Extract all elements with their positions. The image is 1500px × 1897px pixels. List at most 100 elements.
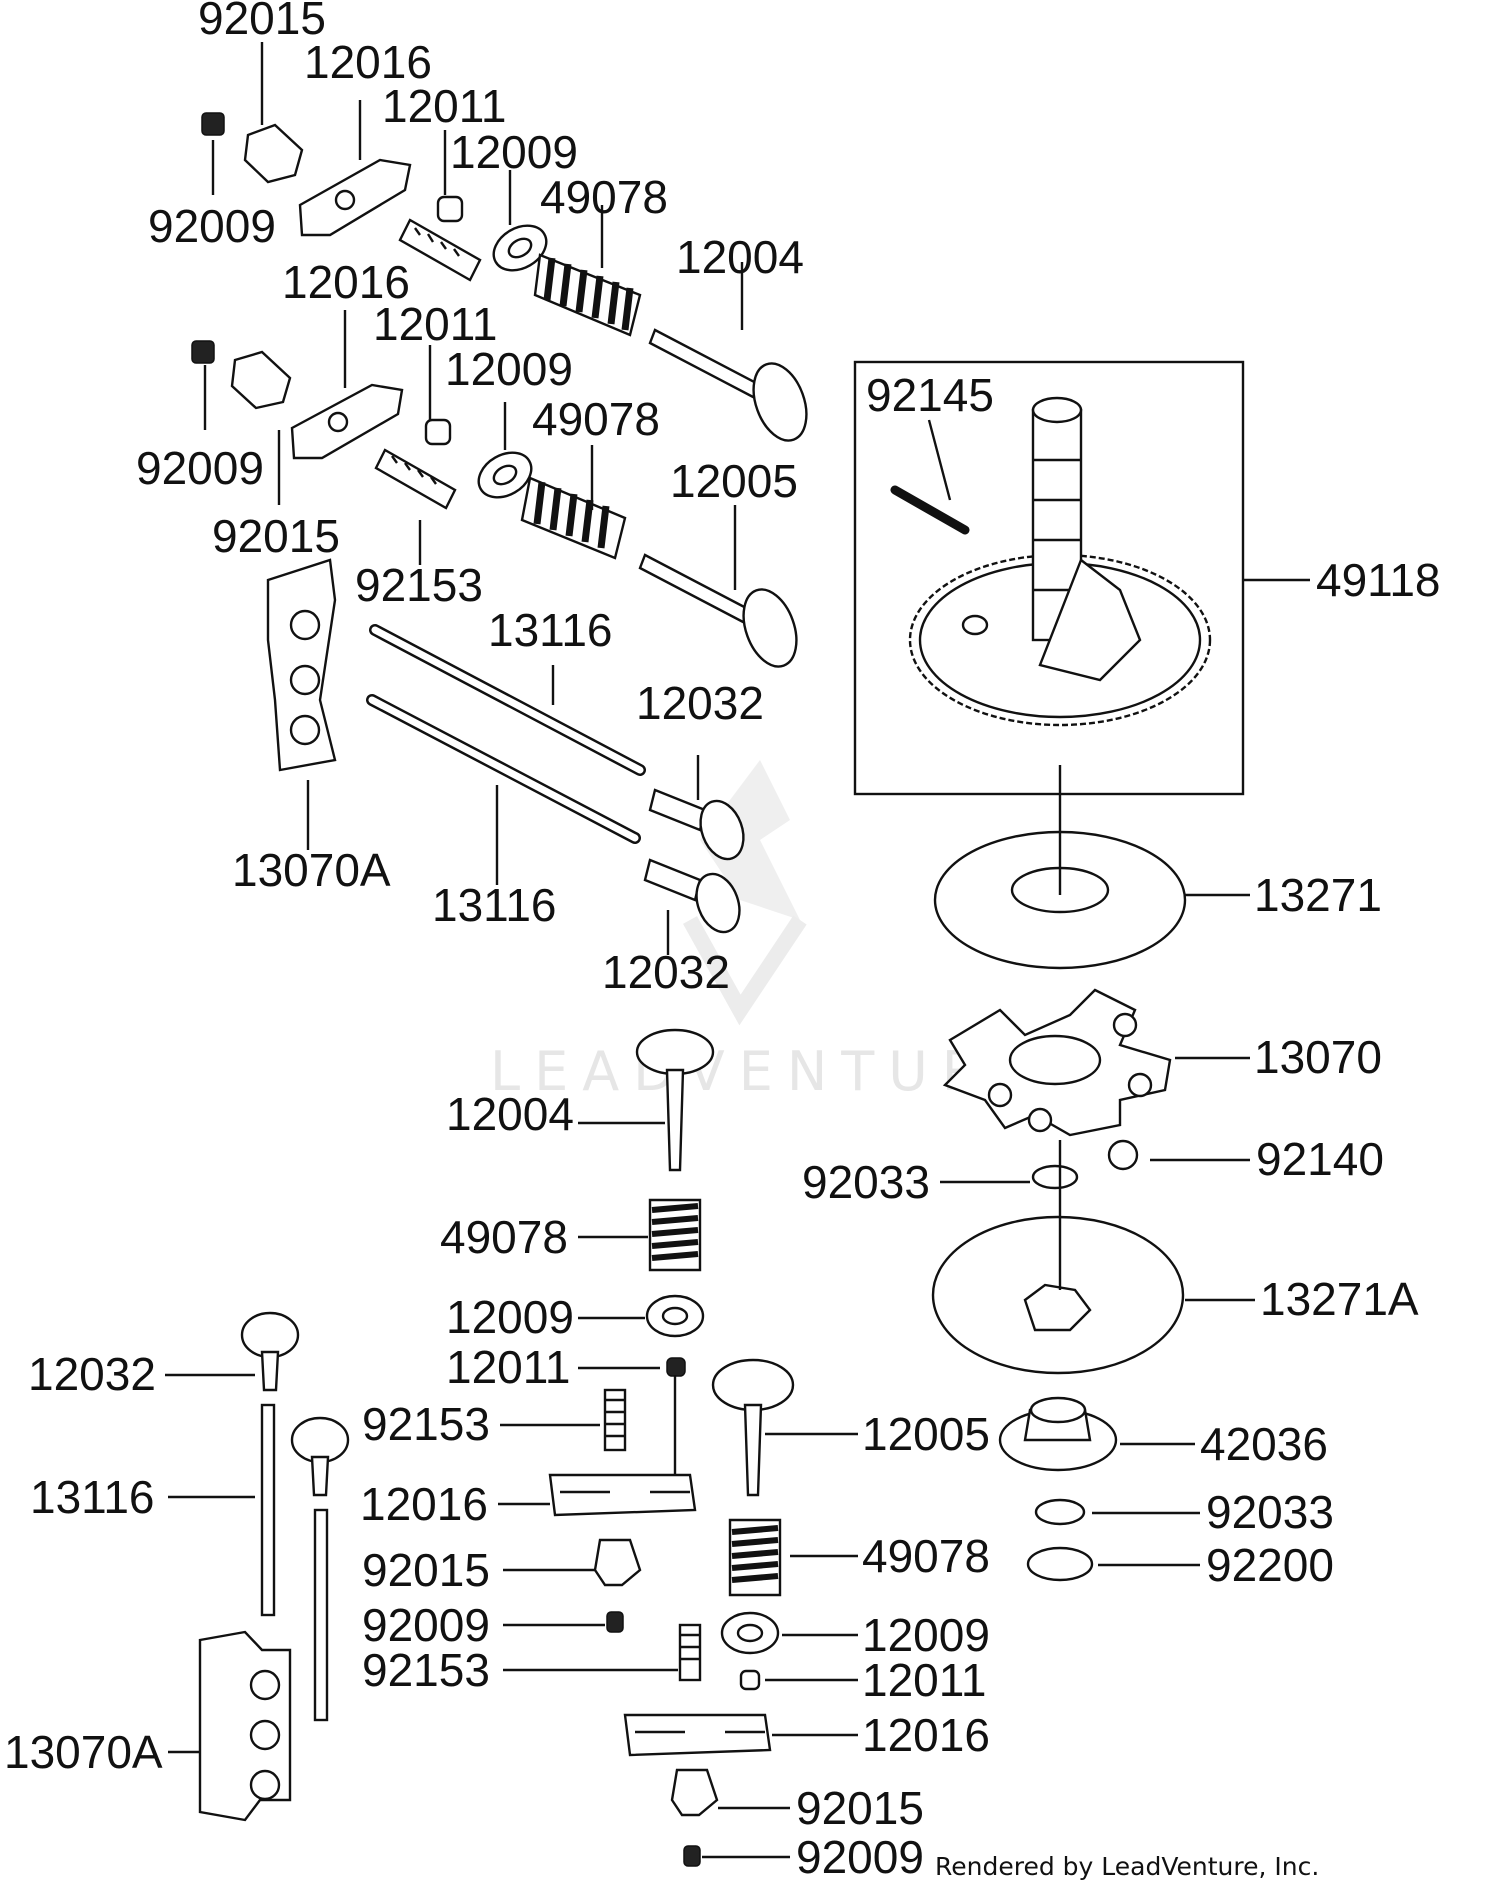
- label-12011-d: 12011: [862, 1654, 987, 1706]
- label-92015-c: 92015: [362, 1544, 490, 1596]
- stud-92153-d: [678, 1623, 702, 1682]
- clip-92033-lower: [1034, 1498, 1086, 1526]
- cap-12011-b: [424, 418, 452, 446]
- push-rods-13116-upper: [366, 624, 646, 844]
- label-12005-b: 12005: [862, 1408, 990, 1460]
- label-92009-d: 92009: [796, 1831, 924, 1883]
- rocker-arm-12016-a: [298, 158, 412, 237]
- label-12005-a: 12005: [670, 455, 798, 507]
- label-92033-a: 92033: [802, 1156, 930, 1208]
- cap-12011-c: [666, 1357, 686, 1377]
- washer-92200: [1026, 1546, 1094, 1582]
- label-49078-b: 49078: [532, 393, 660, 445]
- label-92153-b: 92153: [362, 1398, 490, 1450]
- rocker-assembly-lower: [191, 340, 798, 668]
- cap-12011-a: [436, 195, 464, 223]
- label-13070: 13070: [1254, 1031, 1382, 1083]
- label-92009-a: 92009: [148, 200, 276, 252]
- cap-12011-d: [739, 1669, 761, 1691]
- cap-42036: [998, 1396, 1118, 1472]
- tappet-12032-lower-b: [290, 1416, 350, 1497]
- valve-12005-a: [638, 553, 798, 668]
- push-rod-13116-lower-a: [260, 1403, 276, 1617]
- label-13116-a: 13116: [488, 604, 613, 656]
- valve-spring-49078-b: [520, 476, 627, 560]
- label-13271: 13271: [1254, 869, 1382, 921]
- label-12011-b: 12011: [373, 298, 498, 350]
- label-12004-a: 12004: [676, 231, 804, 283]
- label-12009-a: 12009: [450, 126, 578, 178]
- label-12032-c: 12032: [28, 1348, 156, 1400]
- label-12016-b: 12016: [282, 256, 410, 308]
- spring-small-92009-d: [683, 1845, 701, 1867]
- pivot-nut-92015-d: [670, 1768, 719, 1817]
- retainer-12009-b: [477, 451, 533, 499]
- stud-92153-b: [374, 448, 457, 510]
- valve-12004-b: [635, 1028, 715, 1172]
- label-13116-c: 13116: [30, 1471, 155, 1523]
- pivot-nut-92015-c: [593, 1538, 642, 1587]
- tappet-12032-lower-a: [240, 1311, 300, 1392]
- label-49078-c: 49078: [440, 1211, 568, 1263]
- pivot-nut-92015-a: [243, 123, 304, 184]
- label-92153-c: 92153: [362, 1644, 490, 1696]
- guide-plate-13070a-lower: [198, 1630, 292, 1822]
- label-92015-b: 92015: [212, 510, 340, 562]
- label-13070a-a: 13070A: [232, 844, 391, 896]
- valve-12004-a: [648, 328, 808, 442]
- governor-13070: [942, 988, 1172, 1137]
- rocker-arm-12016-b: [290, 383, 404, 460]
- label-12016-d: 12016: [862, 1709, 990, 1761]
- label-49078-a: 49078: [540, 171, 668, 223]
- guide-plate-13070a-upper: [266, 558, 337, 772]
- camshaft-kit-box: [853, 360, 1245, 796]
- tappets-12032-upper: [643, 788, 745, 934]
- watermark: LEADVENTURE: [490, 760, 1041, 1103]
- label-12011-c: 12011: [446, 1341, 571, 1393]
- label-12011-a: 12011: [382, 80, 507, 132]
- valve-spring-49078-a: [533, 253, 642, 337]
- leader-lines: [165, 42, 1310, 1859]
- label-92140: 92140: [1256, 1133, 1384, 1185]
- rocker-arm-12016-d: [623, 1713, 772, 1757]
- stud-92153-c: [603, 1388, 627, 1452]
- stud-92153-a: [398, 218, 482, 282]
- sleeve-13271a: [931, 1215, 1185, 1375]
- ball-92140: [1107, 1139, 1139, 1171]
- label-12009-b: 12009: [445, 343, 573, 395]
- valve-spring-49078-c: [648, 1198, 702, 1272]
- render-credit: Rendered by LeadVenture, Inc.: [935, 1852, 1319, 1881]
- label-92200: 92200: [1206, 1539, 1334, 1591]
- label-92009-b: 92009: [136, 442, 264, 494]
- retainer-12009-a: [492, 224, 548, 272]
- spring-small-92009-c: [606, 1611, 624, 1633]
- rocker-assembly-upper: [201, 112, 808, 442]
- valve-12005-b: [711, 1358, 795, 1497]
- label-92015-d: 92015: [796, 1782, 924, 1834]
- label-42036: 42036: [1200, 1418, 1328, 1470]
- label-13271a: 13271A: [1260, 1273, 1419, 1325]
- label-12009-d: 12009: [862, 1609, 990, 1661]
- camshaft-assembly-49118: [853, 360, 1245, 796]
- label-12016-c: 12016: [360, 1478, 488, 1530]
- spring-small-92009-a: [201, 112, 225, 136]
- pivot-nut-92015-b: [230, 350, 292, 410]
- watermark-logo-v: [683, 915, 807, 1026]
- spring-pin-92145: [890, 485, 970, 535]
- watermark-text: LEADVENTURE: [490, 1040, 1041, 1103]
- valve-spring-49078-d: [728, 1518, 782, 1597]
- label-49118: 49118: [1316, 554, 1441, 606]
- clip-92033-upper: [1031, 1164, 1079, 1190]
- label-13116-b: 13116: [432, 879, 557, 931]
- label-92015-a: 92015: [198, 0, 326, 44]
- part-labels: 92015 12016 12011 12009 49078 92009 1200…: [4, 0, 1441, 1883]
- watermark-logo: [700, 760, 800, 920]
- label-92145: 92145: [866, 369, 994, 421]
- label-92033-b: 92033: [1206, 1486, 1334, 1538]
- label-92153-a: 92153: [355, 559, 483, 611]
- label-12009-c: 12009: [446, 1291, 574, 1343]
- spring-small-92009-b: [191, 340, 215, 364]
- label-49078-d: 49078: [862, 1530, 990, 1582]
- label-12032-a: 12032: [636, 677, 764, 729]
